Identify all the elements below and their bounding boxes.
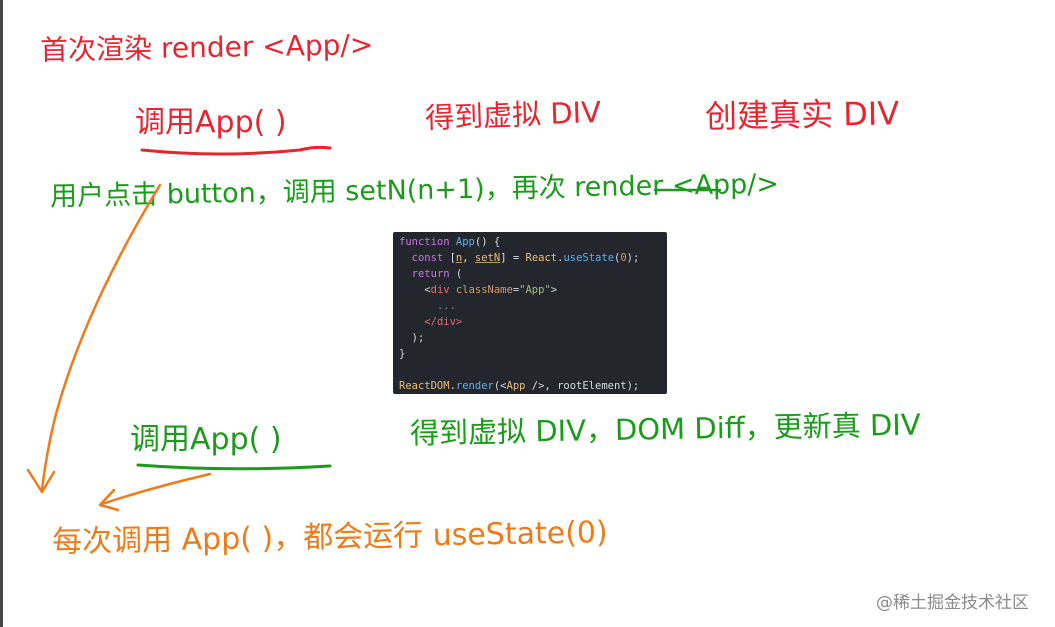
code-token: ] = [500,252,526,264]
code-line-7: ); [399,330,667,346]
code-token: />, rootElement); [525,380,640,392]
code-line-6: </div> [399,314,667,330]
code-token: render [455,380,494,392]
code-token: ( [449,268,463,280]
code-token: = [512,284,520,296]
code-token: ( [614,252,621,264]
left-border [0,0,3,627]
code-token: () { [474,236,501,248]
code-token: App [455,236,475,248]
code-line-1: function App() { [399,234,667,250]
code-line-9 [399,362,667,378]
code-token: const [411,252,444,264]
orange-arrowhead-long [26,468,56,494]
watermark: @稀土掘金技术社区 [876,593,1029,613]
code-token: 0 [620,252,627,264]
code-line-3: return ( [399,266,667,282]
code-token: function [399,236,450,248]
code-token: ); [411,332,425,344]
orange-arrowhead-short [98,488,120,512]
code-token: div [430,284,450,296]
code-token: (< [493,380,507,392]
code-token: setN [474,252,501,264]
code-snippet: function App() { const [n, setN] = React… [393,232,667,394]
code-line-8: } [399,346,667,362]
call-app-note-1: 调用App( ) [135,105,287,140]
code-token: n [455,252,463,264]
orange-arrow-short [100,472,212,506]
code-token: . [449,380,456,392]
call-app-note-2: 调用App( ) [130,422,282,457]
code-line-4: <div className="App"> [399,282,667,298]
code-token: , [462,252,475,264]
code-line-2: const [n, setN] = React.useState(0); [399,250,667,266]
red-underline [140,145,332,156]
code-token: </div> [424,316,463,328]
green-underline [136,463,332,471]
code-line-10: ReactDOM.render(<App />, rootElement); [399,378,667,394]
code-token: > [550,284,558,296]
code-token: [ [443,252,456,264]
code-token: className [455,284,513,296]
code-token: } [399,348,406,360]
code-token: React [525,252,558,264]
code-token: < [424,284,431,296]
code-token: . [557,252,564,264]
code-token: ReactDOM [399,380,450,392]
code-token: ... [436,300,456,312]
orange-arrow-long [40,183,162,492]
code-token: useState [563,252,615,264]
code-token: App [506,380,526,392]
code-line-5: ... [399,298,667,314]
code-token: ); [626,252,640,264]
code-token: return [411,268,450,280]
code-token: "App" [519,284,551,296]
